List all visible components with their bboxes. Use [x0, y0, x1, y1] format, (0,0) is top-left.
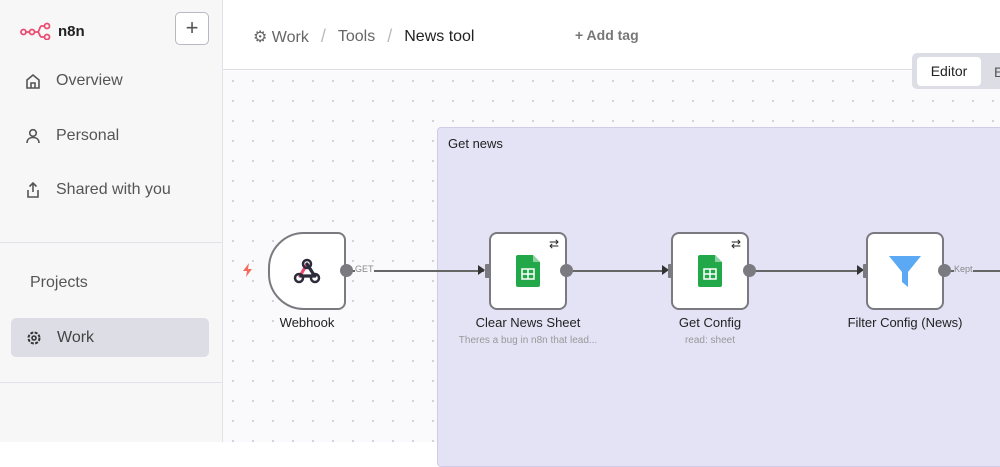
edge-label-kept: Kept: [954, 264, 973, 274]
arrow-icon: [662, 265, 669, 275]
header: ⚙ Work / Tools / News tool + Add tag: [223, 0, 1000, 70]
sidebar: n8n + Overview Personal Shared with you …: [0, 0, 223, 442]
divider: [0, 382, 222, 383]
node-subtitle: Theres a bug in n8n that lead...: [458, 335, 598, 346]
divider: [0, 242, 222, 243]
logo[interactable]: n8n: [20, 22, 85, 40]
node-label: Get Config: [678, 315, 742, 330]
separator: /: [387, 26, 393, 46]
node-label: Webhook: [279, 315, 335, 330]
input-handle[interactable]: [485, 264, 492, 278]
edge-label-get: GET: [355, 264, 374, 274]
share-icon: [27, 181, 39, 198]
output-handle[interactable]: [560, 264, 573, 277]
node-clear-news-sheet[interactable]: ⇄: [489, 232, 567, 310]
loop-icon: ⇄: [548, 237, 559, 251]
gear-icon: [27, 331, 41, 344]
n8n-logo-icon: [20, 22, 51, 40]
node-label: Clear News Sheet: [475, 315, 581, 330]
arrow-icon: [857, 265, 864, 275]
sidebar-item-personal[interactable]: Personal: [24, 127, 119, 145]
sidebar-item-shared[interactable]: Shared with you: [24, 181, 171, 199]
google-sheets-icon: [516, 255, 540, 287]
edge-config-filter[interactable]: [755, 270, 861, 272]
edge-webhook-clear[interactable]: [352, 270, 484, 272]
separator: /: [320, 26, 326, 46]
filter-icon: [889, 256, 921, 287]
node-filter-config-news[interactable]: [866, 232, 944, 310]
sidebar-item-label: Personal: [56, 127, 120, 144]
sidebar-project-work[interactable]: Work: [11, 318, 209, 357]
node-webhook[interactable]: [268, 232, 346, 310]
project-label: Work: [57, 328, 95, 346]
node-subtitle: read: sheet: [684, 335, 736, 346]
sticky-title: Get news: [448, 136, 503, 151]
node-label: Filter Config (News): [847, 315, 963, 330]
edge-clear-config[interactable]: [572, 270, 666, 272]
sidebar-item-label: Overview: [56, 72, 123, 89]
google-sheets-icon: [698, 255, 722, 287]
add-button[interactable]: +: [175, 12, 209, 45]
sidebar-item-overview[interactable]: Overview: [24, 72, 123, 90]
projects-heading: Projects: [30, 274, 88, 291]
arrow-icon: [478, 265, 485, 275]
user-icon: [26, 128, 40, 144]
output-handle[interactable]: [938, 264, 951, 277]
home-icon: [26, 73, 40, 89]
breadcrumb-work[interactable]: ⚙ Work: [253, 28, 309, 46]
breadcrumb-label: Work: [271, 28, 309, 46]
view-toggle: Editor E: [912, 53, 1000, 89]
breadcrumb: ⚙ Work / Tools / News tool: [253, 26, 474, 47]
edge-filter-next[interactable]: [950, 270, 1000, 272]
tab-executions[interactable]: E: [994, 64, 1000, 80]
loop-icon: ⇄: [730, 237, 741, 251]
output-handle[interactable]: [340, 264, 353, 277]
node-get-config[interactable]: ⇄: [671, 232, 749, 310]
brand-name: n8n: [58, 22, 85, 40]
tab-editor[interactable]: Editor: [917, 57, 981, 86]
breadcrumb-tools[interactable]: Tools: [337, 27, 376, 45]
trigger-bolt-icon: [243, 263, 252, 277]
add-tag-button[interactable]: + Add tag: [575, 27, 639, 43]
webhook-icon: [293, 258, 321, 284]
output-handle[interactable]: [743, 264, 756, 277]
sidebar-item-label: Shared with you: [56, 181, 171, 198]
workflow-name[interactable]: News tool: [404, 27, 475, 45]
